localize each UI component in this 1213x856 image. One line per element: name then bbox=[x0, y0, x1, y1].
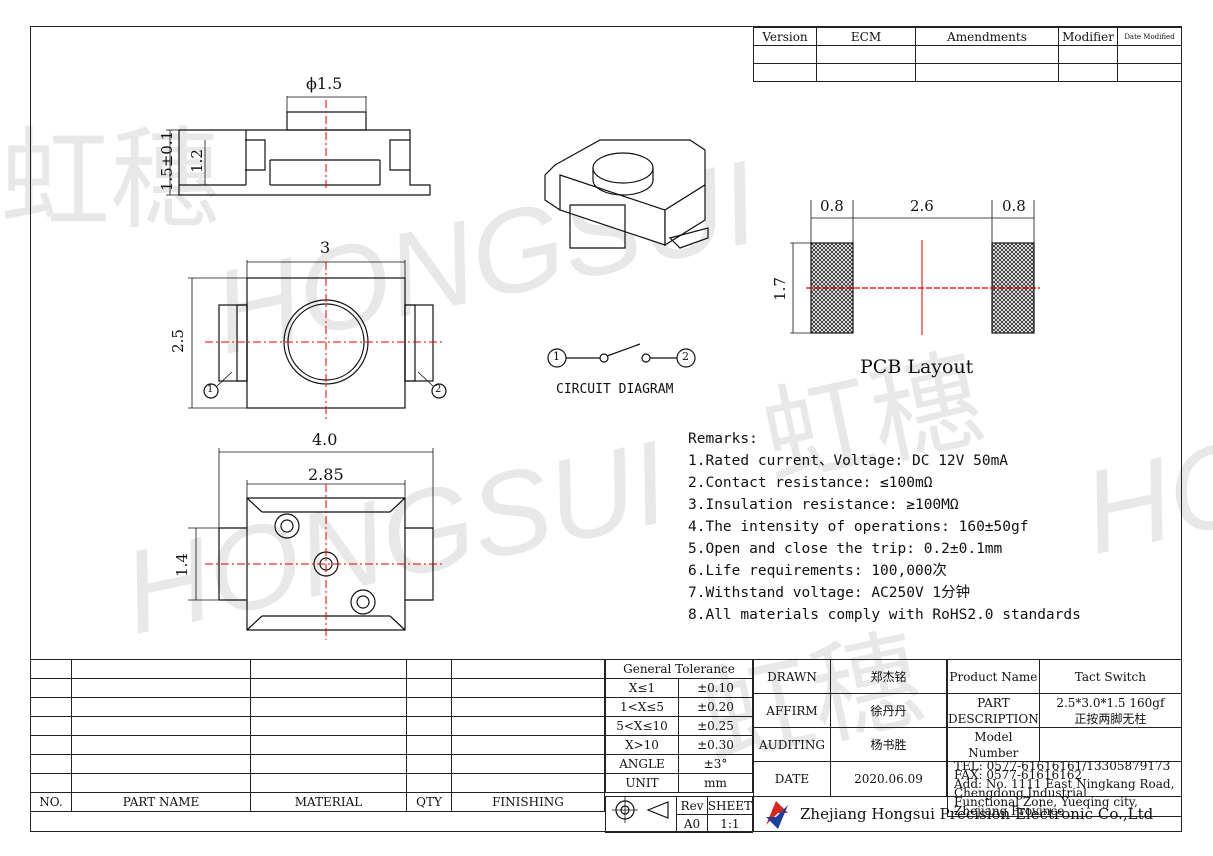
dim-bottom-inner: 2.85 bbox=[308, 465, 344, 484]
parts-header-finishing: FINISHING bbox=[451, 792, 605, 812]
tol-value: ±0.25 bbox=[678, 716, 753, 736]
auditing-label: AUDITING bbox=[753, 727, 831, 762]
tolerance-table: General Tolerance X≤1±0.10 1<X≤5±0.20 5<… bbox=[605, 659, 753, 793]
remark-item: 1.Rated current、Voltage: DC 12V 50mA bbox=[688, 453, 1009, 469]
remark-item: 8.All materials comply with RoHS2.0 stan… bbox=[688, 607, 1081, 623]
dim-front-width: 3 bbox=[320, 238, 331, 257]
circuit-label: CIRCUIT DIAGRAM bbox=[556, 382, 674, 397]
desc-label: PART DESCRIPTION bbox=[947, 693, 1040, 728]
dim-front-height: 2.5 bbox=[168, 329, 187, 353]
tol-range: X>10 bbox=[605, 735, 679, 755]
company-logo-icon bbox=[766, 801, 788, 829]
remark-item: 4.The intensity of operations: 160±50gf bbox=[688, 519, 1029, 535]
parts-header-qty: QTY bbox=[406, 792, 452, 812]
product-name-value: Tact Switch bbox=[1038, 659, 1183, 694]
auditing-name: 杨书胜 bbox=[830, 727, 947, 762]
dim-bottom-width: 4.0 bbox=[312, 430, 338, 449]
drawn-label: DRAWN bbox=[753, 659, 831, 694]
sheet-label: SHEET bbox=[706, 796, 754, 815]
parts-table: NO. PART NAME MATERIAL QTY FINISHING bbox=[30, 659, 605, 812]
revision-table: Version ECM Amendments Modifier Date Mod… bbox=[753, 27, 1182, 82]
isometric-view bbox=[544, 139, 709, 249]
date-value: 2020.06.09 bbox=[830, 761, 947, 797]
affirm-name: 徐丹丹 bbox=[830, 693, 947, 728]
circuit-diagram bbox=[547, 343, 696, 368]
model-value bbox=[1038, 727, 1183, 762]
rev-value: A0 bbox=[676, 814, 708, 833]
tolerance-title: General Tolerance bbox=[605, 659, 753, 679]
tol-value: ±0.20 bbox=[678, 697, 753, 717]
remark-item: 3.Insulation resistance: ≥100MΩ bbox=[688, 497, 959, 513]
contact-line-1: TEL: 0577-61616161/13305879173 FAX: 0577… bbox=[954, 759, 1171, 782]
dim-top-dia: ϕ1.5 bbox=[306, 74, 343, 93]
remarks: Remarks: 1.Rated current、Voltage: DC 12V… bbox=[688, 428, 1081, 626]
tol-range: 1<X≤5 bbox=[605, 697, 679, 717]
sheet-value: 1:1 bbox=[706, 814, 754, 833]
desc-line-2: 正按两脚无柱 bbox=[1074, 711, 1147, 726]
rev-label: Rev bbox=[676, 796, 708, 815]
bottom-view bbox=[188, 448, 445, 640]
parts-header-material: MATERIAL bbox=[250, 792, 407, 812]
projection-cell bbox=[604, 796, 678, 833]
remark-item: 7.Withstand voltage: AC250V 1分钟 bbox=[688, 585, 971, 601]
circuit-pin2: 2 bbox=[682, 350, 689, 363]
drawn-name: 郑杰铭 bbox=[830, 659, 947, 694]
side-view bbox=[166, 96, 431, 196]
tol-value: mm bbox=[678, 773, 753, 793]
tol-range: 5<X≤10 bbox=[605, 716, 679, 736]
front-view bbox=[188, 260, 447, 420]
product-name-label: Product Name bbox=[947, 659, 1040, 694]
tol-value: ±0.30 bbox=[678, 735, 753, 755]
remark-item: 6.Life requirements: 100,000次 bbox=[688, 563, 947, 579]
parts-header-no: NO. bbox=[30, 792, 72, 812]
pcb-layout bbox=[790, 200, 1040, 335]
dim-top-height: 1.5±0.1 bbox=[158, 130, 177, 192]
model-label: Model Number bbox=[947, 727, 1040, 762]
remark-item: 2.Contact resistance: ≤100mΩ bbox=[688, 475, 933, 491]
parts-header-name: PART NAME bbox=[71, 792, 251, 812]
tol-range: UNIT bbox=[605, 773, 679, 793]
dim-pcb-pad2: 0.8 bbox=[1002, 197, 1026, 215]
date-label: DATE bbox=[753, 761, 831, 797]
tol-range: ANGLE bbox=[605, 754, 679, 774]
contact-line-3: Functional Zone, Yueqing city, Zhejiang … bbox=[954, 795, 1138, 818]
dim-pcb-pad1: 0.8 bbox=[820, 197, 844, 215]
affirm-label: AFFIRM bbox=[753, 693, 831, 728]
dim-top-inner: 1.2 bbox=[187, 149, 206, 173]
circuit-pin1: 1 bbox=[553, 350, 560, 363]
contact-info: TEL: 0577-61616161/13305879173 FAX: 0577… bbox=[947, 759, 1182, 818]
rev-header-amendments: Amendments bbox=[915, 27, 1059, 46]
dim-bottom-height: 1.4 bbox=[172, 553, 191, 577]
dim-pcb-height: 1.7 bbox=[770, 277, 789, 301]
tol-value: ±3° bbox=[678, 754, 753, 774]
rev-header-modifier: Modifier bbox=[1058, 27, 1118, 46]
remarks-title: Remarks: bbox=[688, 431, 758, 447]
dim-pcb-gap: 2.6 bbox=[910, 197, 934, 215]
pcb-layout-label: PCB Layout bbox=[860, 356, 974, 378]
remark-item: 5.Open and close the trip: 0.2±0.1mm bbox=[688, 541, 1003, 557]
company-block: Zhejiang Hongsui Precision Electronic Co… bbox=[753, 796, 1182, 832]
tol-range: X≤1 bbox=[605, 678, 679, 698]
desc-line-1: 2.5*3.0*1.5 160gf bbox=[1056, 695, 1165, 710]
pin2-label: 2 bbox=[435, 384, 442, 395]
company-name: Zhejiang Hongsui Precision Electronic Co… bbox=[800, 805, 1154, 823]
pin1-label: 1 bbox=[207, 384, 214, 395]
tol-value: ±0.10 bbox=[678, 678, 753, 698]
